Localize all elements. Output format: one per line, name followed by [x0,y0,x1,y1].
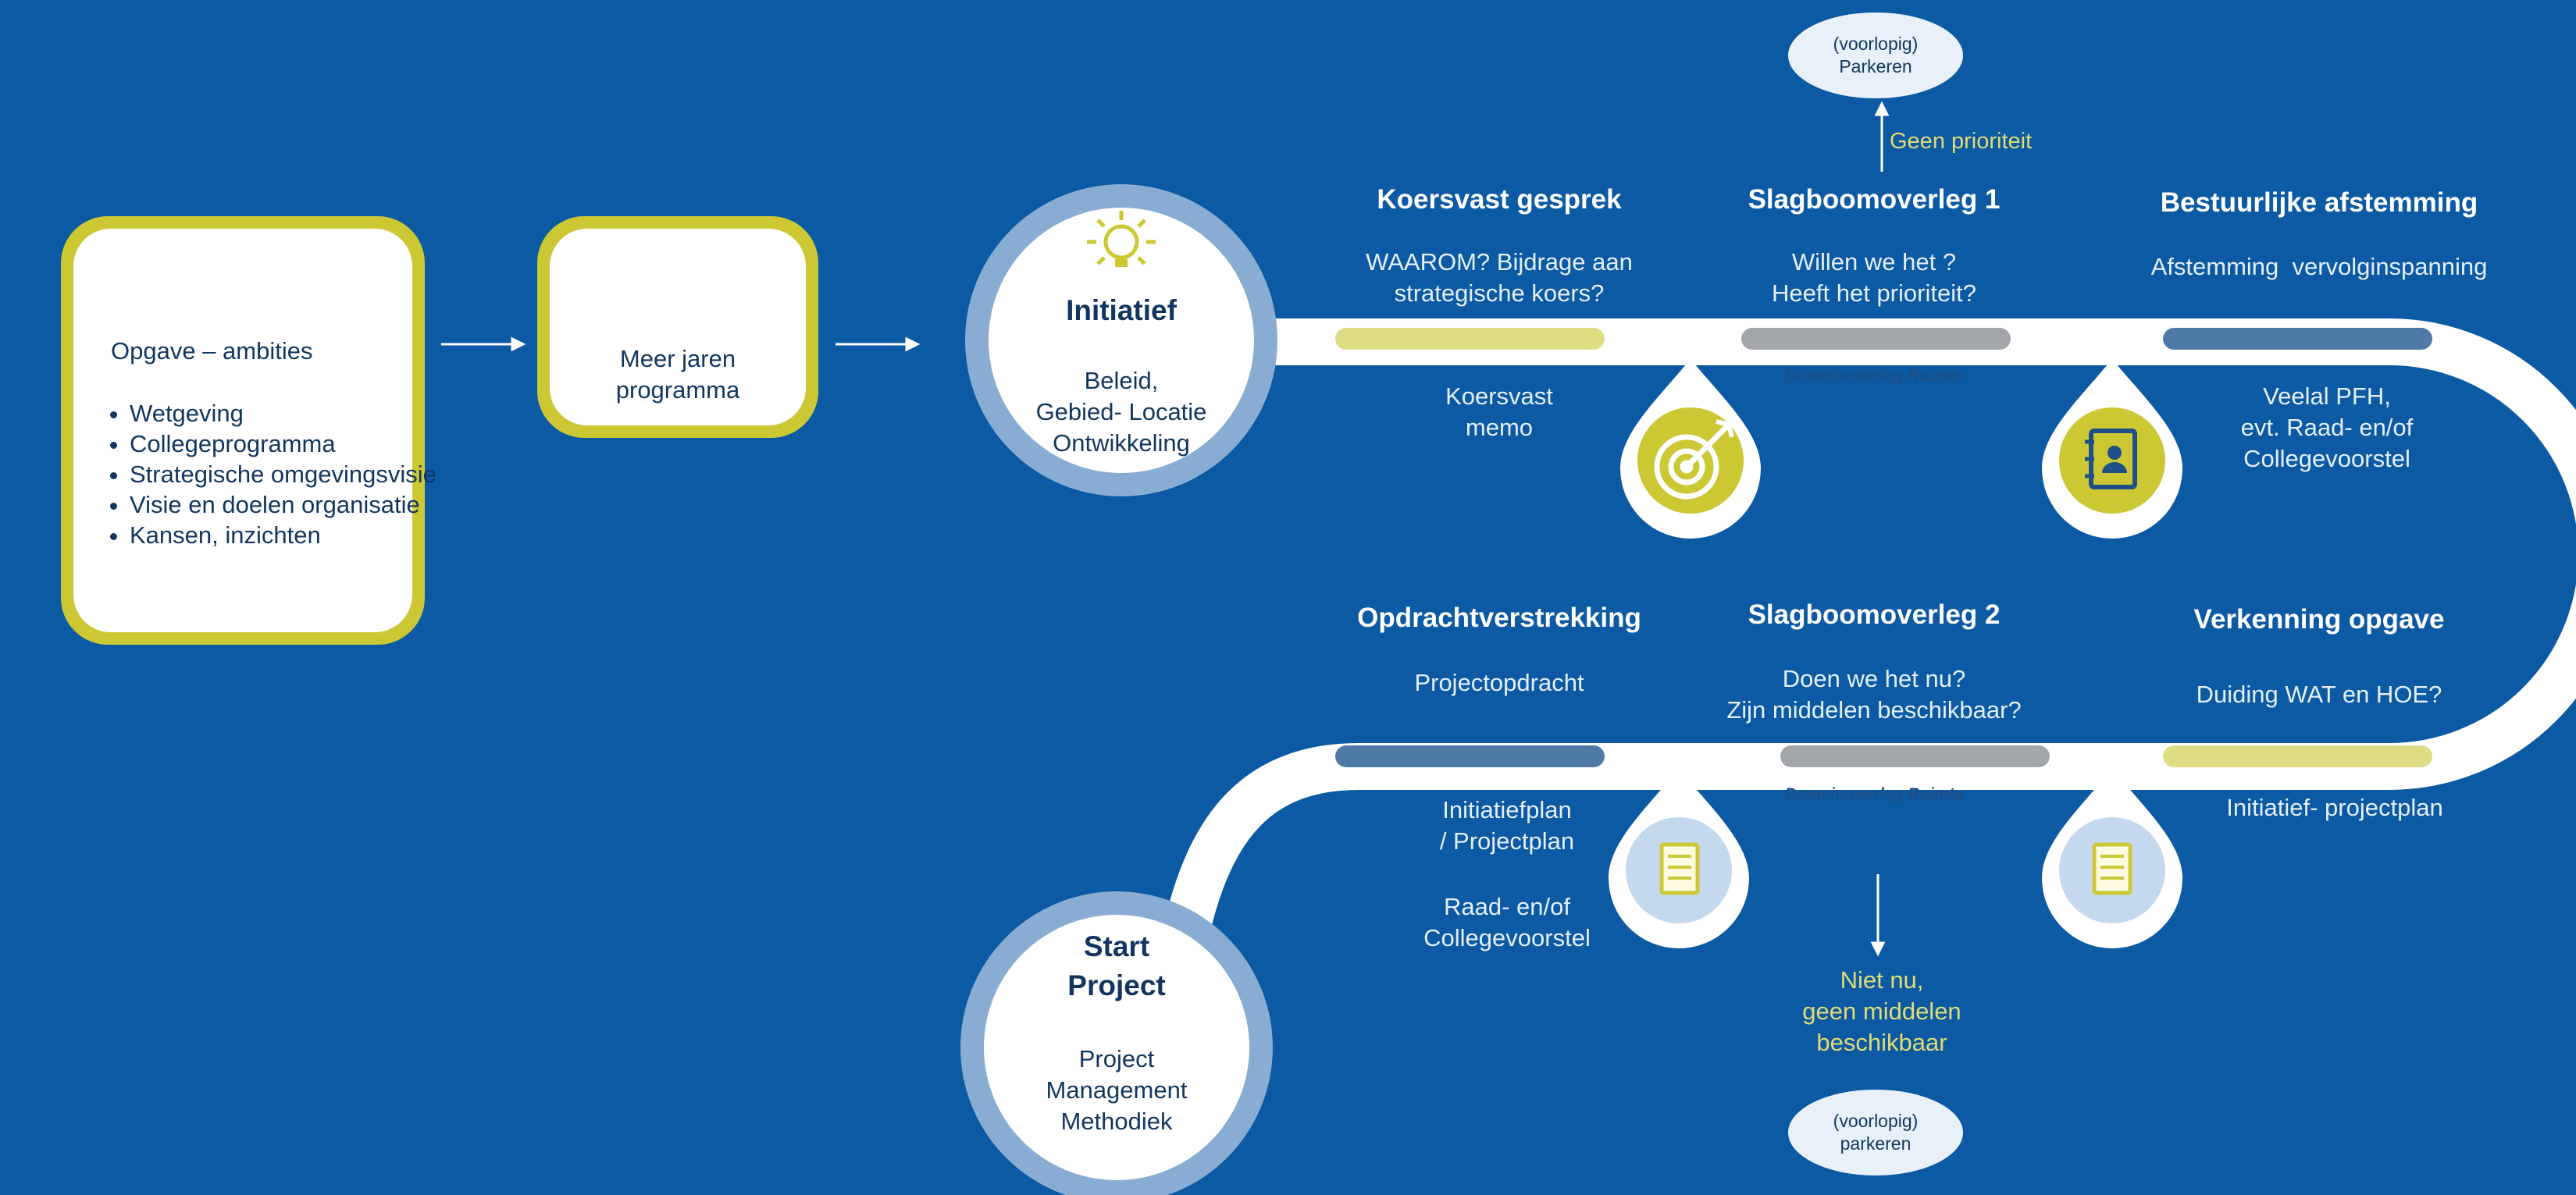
opdracht-title: Opdrachtverstrekking [1357,603,1641,633]
niet-nu-label-1: Niet nu, [1840,966,1924,994]
parkeren-oval-2-line-1: (voorlopig) [1833,1111,1919,1131]
parkeren-oval-1-line-1: (voorlopig) [1833,34,1919,54]
bar-verkenning [2163,745,2432,767]
initiatief-line-1: Beleid, [1084,367,1159,394]
koersvast-output-2: memo [1465,414,1534,441]
drop-koersvast [1620,359,1761,539]
initiatief-title: Initiatief [1066,294,1177,326]
arrow-meerjaren-to-initiatief [836,336,921,352]
verkenning-title: Verkenning opgave [2193,604,2445,635]
bestuurlijk-output-2: evt. Raad- en/of [2240,414,2414,441]
verkenning-output-1: Initiatief- projectplan [2226,794,2443,821]
niet-nu-label-2: geen middelen [1802,998,1961,1025]
target-icon [1654,419,1734,500]
bar-slagboom1 [1741,328,2011,350]
opdracht-output-2: / Projectplan [1439,827,1575,855]
arrow-opgave-to-meerjaren [441,336,526,352]
bar-bestuurlijk [2163,328,2432,350]
koersvast-question-1: WAAROM? Bijdrage aan [1366,248,1633,276]
opdracht-output-4: Collegevoorstel [1423,924,1591,951]
niet-nu-label-3: beschikbaar [1816,1029,1947,1056]
bestuurlijk-output-1: Veelal PFH, [2263,382,2391,410]
parkeren-oval-2: (voorlopig) parkeren [1788,1090,1963,1175]
koersvast-title: Koersvast gesprek [1377,184,1622,215]
bestuurlijk-title: Bestuurlijke afstemming [2160,187,2478,218]
start-project-line-1: Project [1078,1045,1155,1072]
list-item: Kansen, inzichten [130,520,458,550]
process-road [1163,318,2576,934]
slagboom2-question-2: Zijn middelen beschikbaar? [1726,696,2022,724]
opdracht-output-3: Raad- en/of [1444,893,1570,920]
arrow-niet-nu [1870,874,1886,957]
start-project-line-3: Methodiek [1060,1108,1173,1135]
verkenning-question-1: Duiding WAT en HOE? [2196,681,2442,708]
list-item: Collegeprogramma [130,429,458,459]
list-item: Strategische omgevingsvisie [130,459,458,489]
bar-opdracht [1335,745,1605,767]
bestuurlijk-output-3: Collegevoorstel [2243,445,2410,472]
lightbulb-icon [1087,211,1156,267]
list-item: Wetgeving [130,398,458,429]
opdracht-output-1: Initiatiefplan [1442,796,1572,823]
initiatief-line-3: Ontwikkeling [1053,429,1190,457]
slagboom2-subtitle: Domeinoverleg Ruimte [1784,785,1964,803]
contact-book-icon [2085,429,2137,489]
checklist-icon-verkenning [2092,842,2132,895]
meerjaren-box [550,229,806,425]
meerjaren-label-1: Meer jaren [619,345,736,372]
slagboom1-subtitle: Domeinoverleg Ruimte [1784,367,1964,385]
arrow-geen-prioriteit [1874,101,1890,172]
bestuurlijk-question-1: Afstemming vervolginspanning [2150,253,2488,280]
initiatief-line-2: Gebied- Locatie [1035,398,1207,425]
slagboom2-question-1: Doen we het nu? [1782,665,1966,692]
bar-slagboom2 [1780,745,2050,767]
slagboom2-title: Slagboomoverleg 2 [1748,599,2001,630]
parkeren-oval-2-line-2: parkeren [1840,1133,1912,1154]
start-project-circle [984,915,1249,1180]
start-project-title-1: Start [1083,930,1150,962]
opgave-title: Opgave – ambities [111,337,313,365]
initiatief-circle [989,208,1254,473]
koersvast-question-2: strategische koers? [1394,279,1605,307]
start-project-title-2: Project [1067,969,1166,1001]
meerjaren-label-2: programma [615,376,740,404]
opdracht-question-1: Projectopdracht [1414,669,1584,696]
parkeren-oval-1: (voorlopig) Parkeren [1788,12,1963,98]
koersvast-output-1: Koersvast [1445,382,1553,410]
checklist-icon-opdracht [1659,842,1700,895]
list-item: Visie en doelen organisatie [130,489,458,520]
slagboom1-question-1: Willen we het ? [1791,248,1957,276]
slagboom1-question-2: Heeft het prioriteit? [1772,279,1976,307]
start-project-line-2: Management [1046,1076,1188,1104]
opgave-box [73,229,412,632]
bar-koersvast [1335,328,1605,350]
opgave-list: Wetgeving Collegeprogramma Strategische … [86,398,458,550]
slagboom1-title: Slagboomoverleg 1 [1748,184,2001,215]
parkeren-oval-1-line-2: Parkeren [1839,56,1912,76]
geen-prioriteit-label: Geen prioriteit [1890,129,2033,154]
